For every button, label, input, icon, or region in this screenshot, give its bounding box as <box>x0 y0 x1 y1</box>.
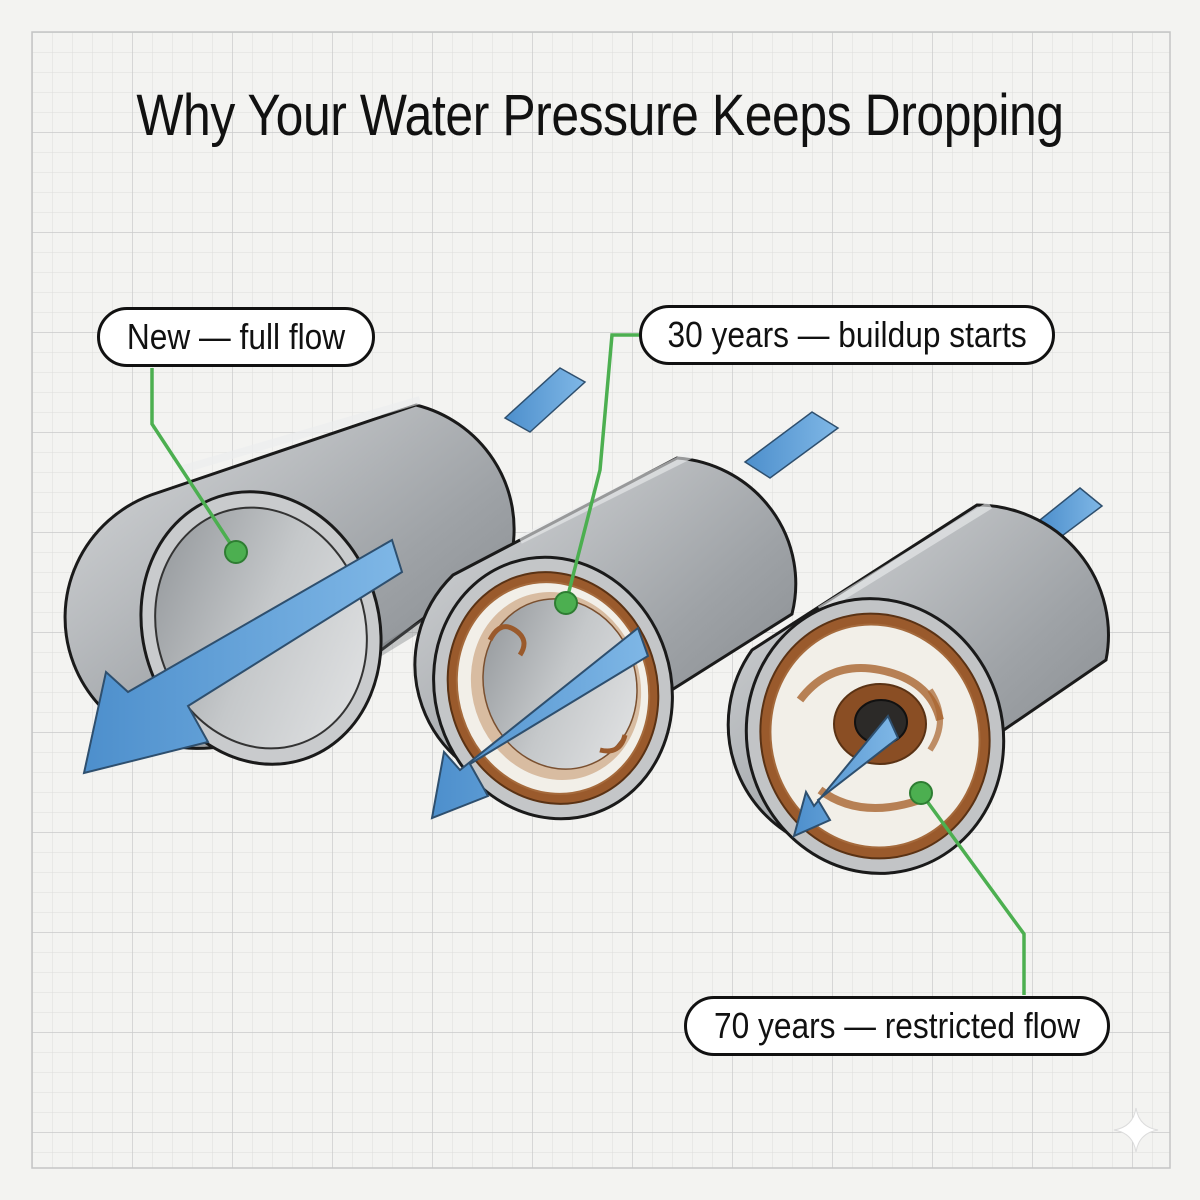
label-30-years-text: 30 years — buildup starts <box>667 314 1027 355</box>
page-title: Why Your Water Pressure Keeps Dropping <box>136 83 1064 148</box>
pipe-30-years <box>413 451 798 821</box>
flow-arrow-restricted <box>792 714 900 838</box>
pipe-new <box>63 396 516 775</box>
flow-arrow-full <box>82 538 404 775</box>
flow-arrow-reduced <box>430 626 650 820</box>
incoming-water-stream-1 <box>503 367 587 433</box>
leader-line-70-years <box>919 791 1026 995</box>
label-new-full-flow: New — full flow <box>97 307 375 367</box>
marker-dot-30-years <box>554 591 578 615</box>
sparkle-icon <box>1113 1107 1159 1153</box>
label-new-text: New — full flow <box>126 316 346 357</box>
incoming-water-stream-2 <box>743 411 840 479</box>
leader-line-30-years <box>564 333 640 604</box>
leader-line-new <box>150 368 238 553</box>
marker-dot-new <box>224 540 248 564</box>
marker-dot-70-years <box>909 781 933 805</box>
label-30-years-buildup: 30 years — buildup starts <box>639 305 1055 365</box>
label-70-years-text: 70 years — restricted flow <box>713 1005 1081 1046</box>
label-70-years-restricted: 70 years — restricted flow <box>684 996 1110 1056</box>
